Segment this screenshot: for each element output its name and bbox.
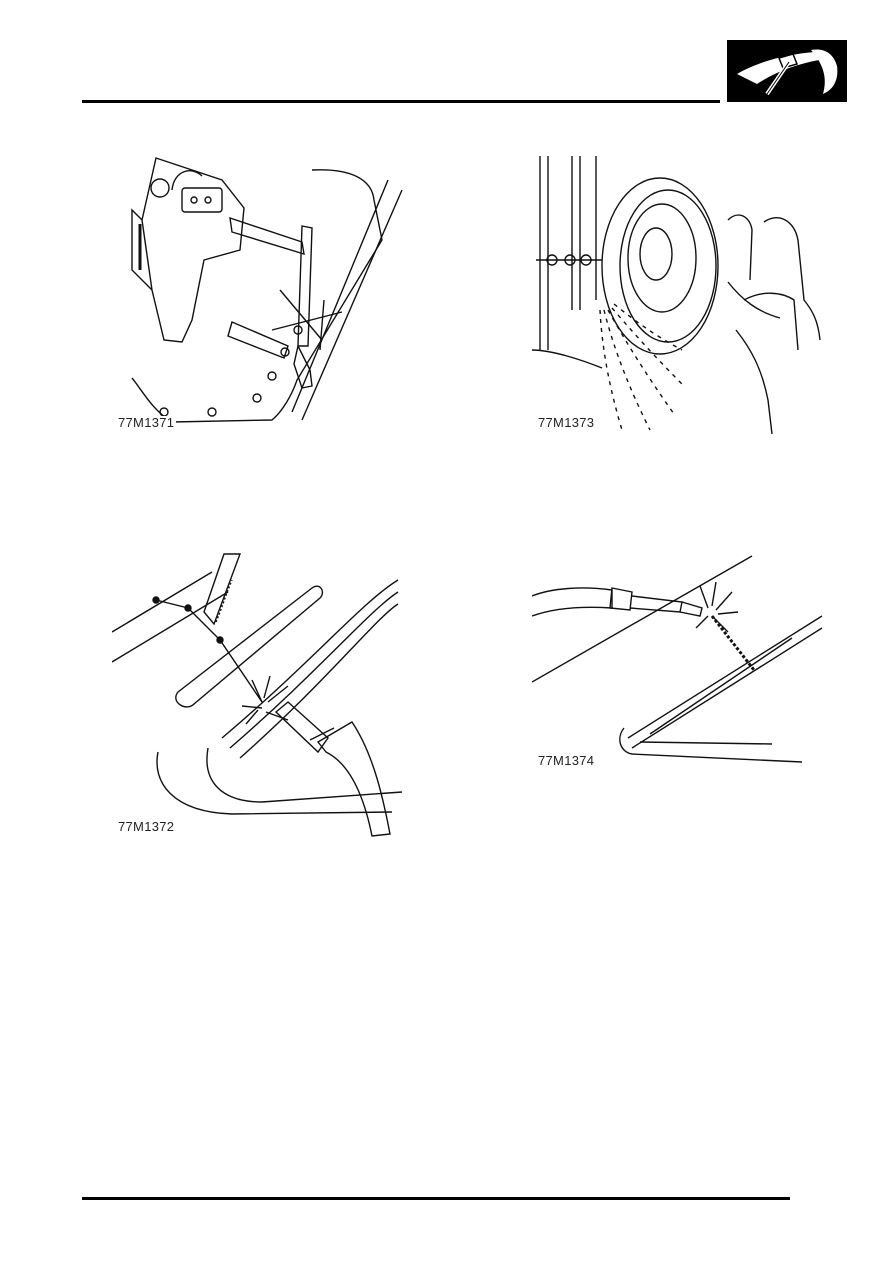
- figure-label: 77M1374: [536, 753, 597, 768]
- header-rule: [82, 100, 720, 103]
- figure-77m1372: 77M1372: [112, 552, 412, 842]
- figure-77m1373: 77M1373: [532, 150, 832, 440]
- figure-label: 77M1371: [116, 415, 177, 430]
- spot-weld-cutter-illustration: [131, 157, 403, 423]
- body-repair-hammer-icon: [737, 49, 838, 96]
- figure-77m1374: 77M1374: [532, 552, 832, 782]
- saw-and-weld-torch-illustration: [112, 553, 403, 837]
- footer-rule: [82, 1197, 790, 1200]
- figure-label: 77M1373: [536, 415, 597, 430]
- grinding-disc-illustration: [532, 156, 821, 435]
- figure-77m1371: 77M1371: [112, 150, 412, 440]
- figure-label: 77M1372: [116, 819, 177, 834]
- section-tab: [727, 40, 847, 102]
- seam-welding-torch-illustration: [532, 555, 823, 763]
